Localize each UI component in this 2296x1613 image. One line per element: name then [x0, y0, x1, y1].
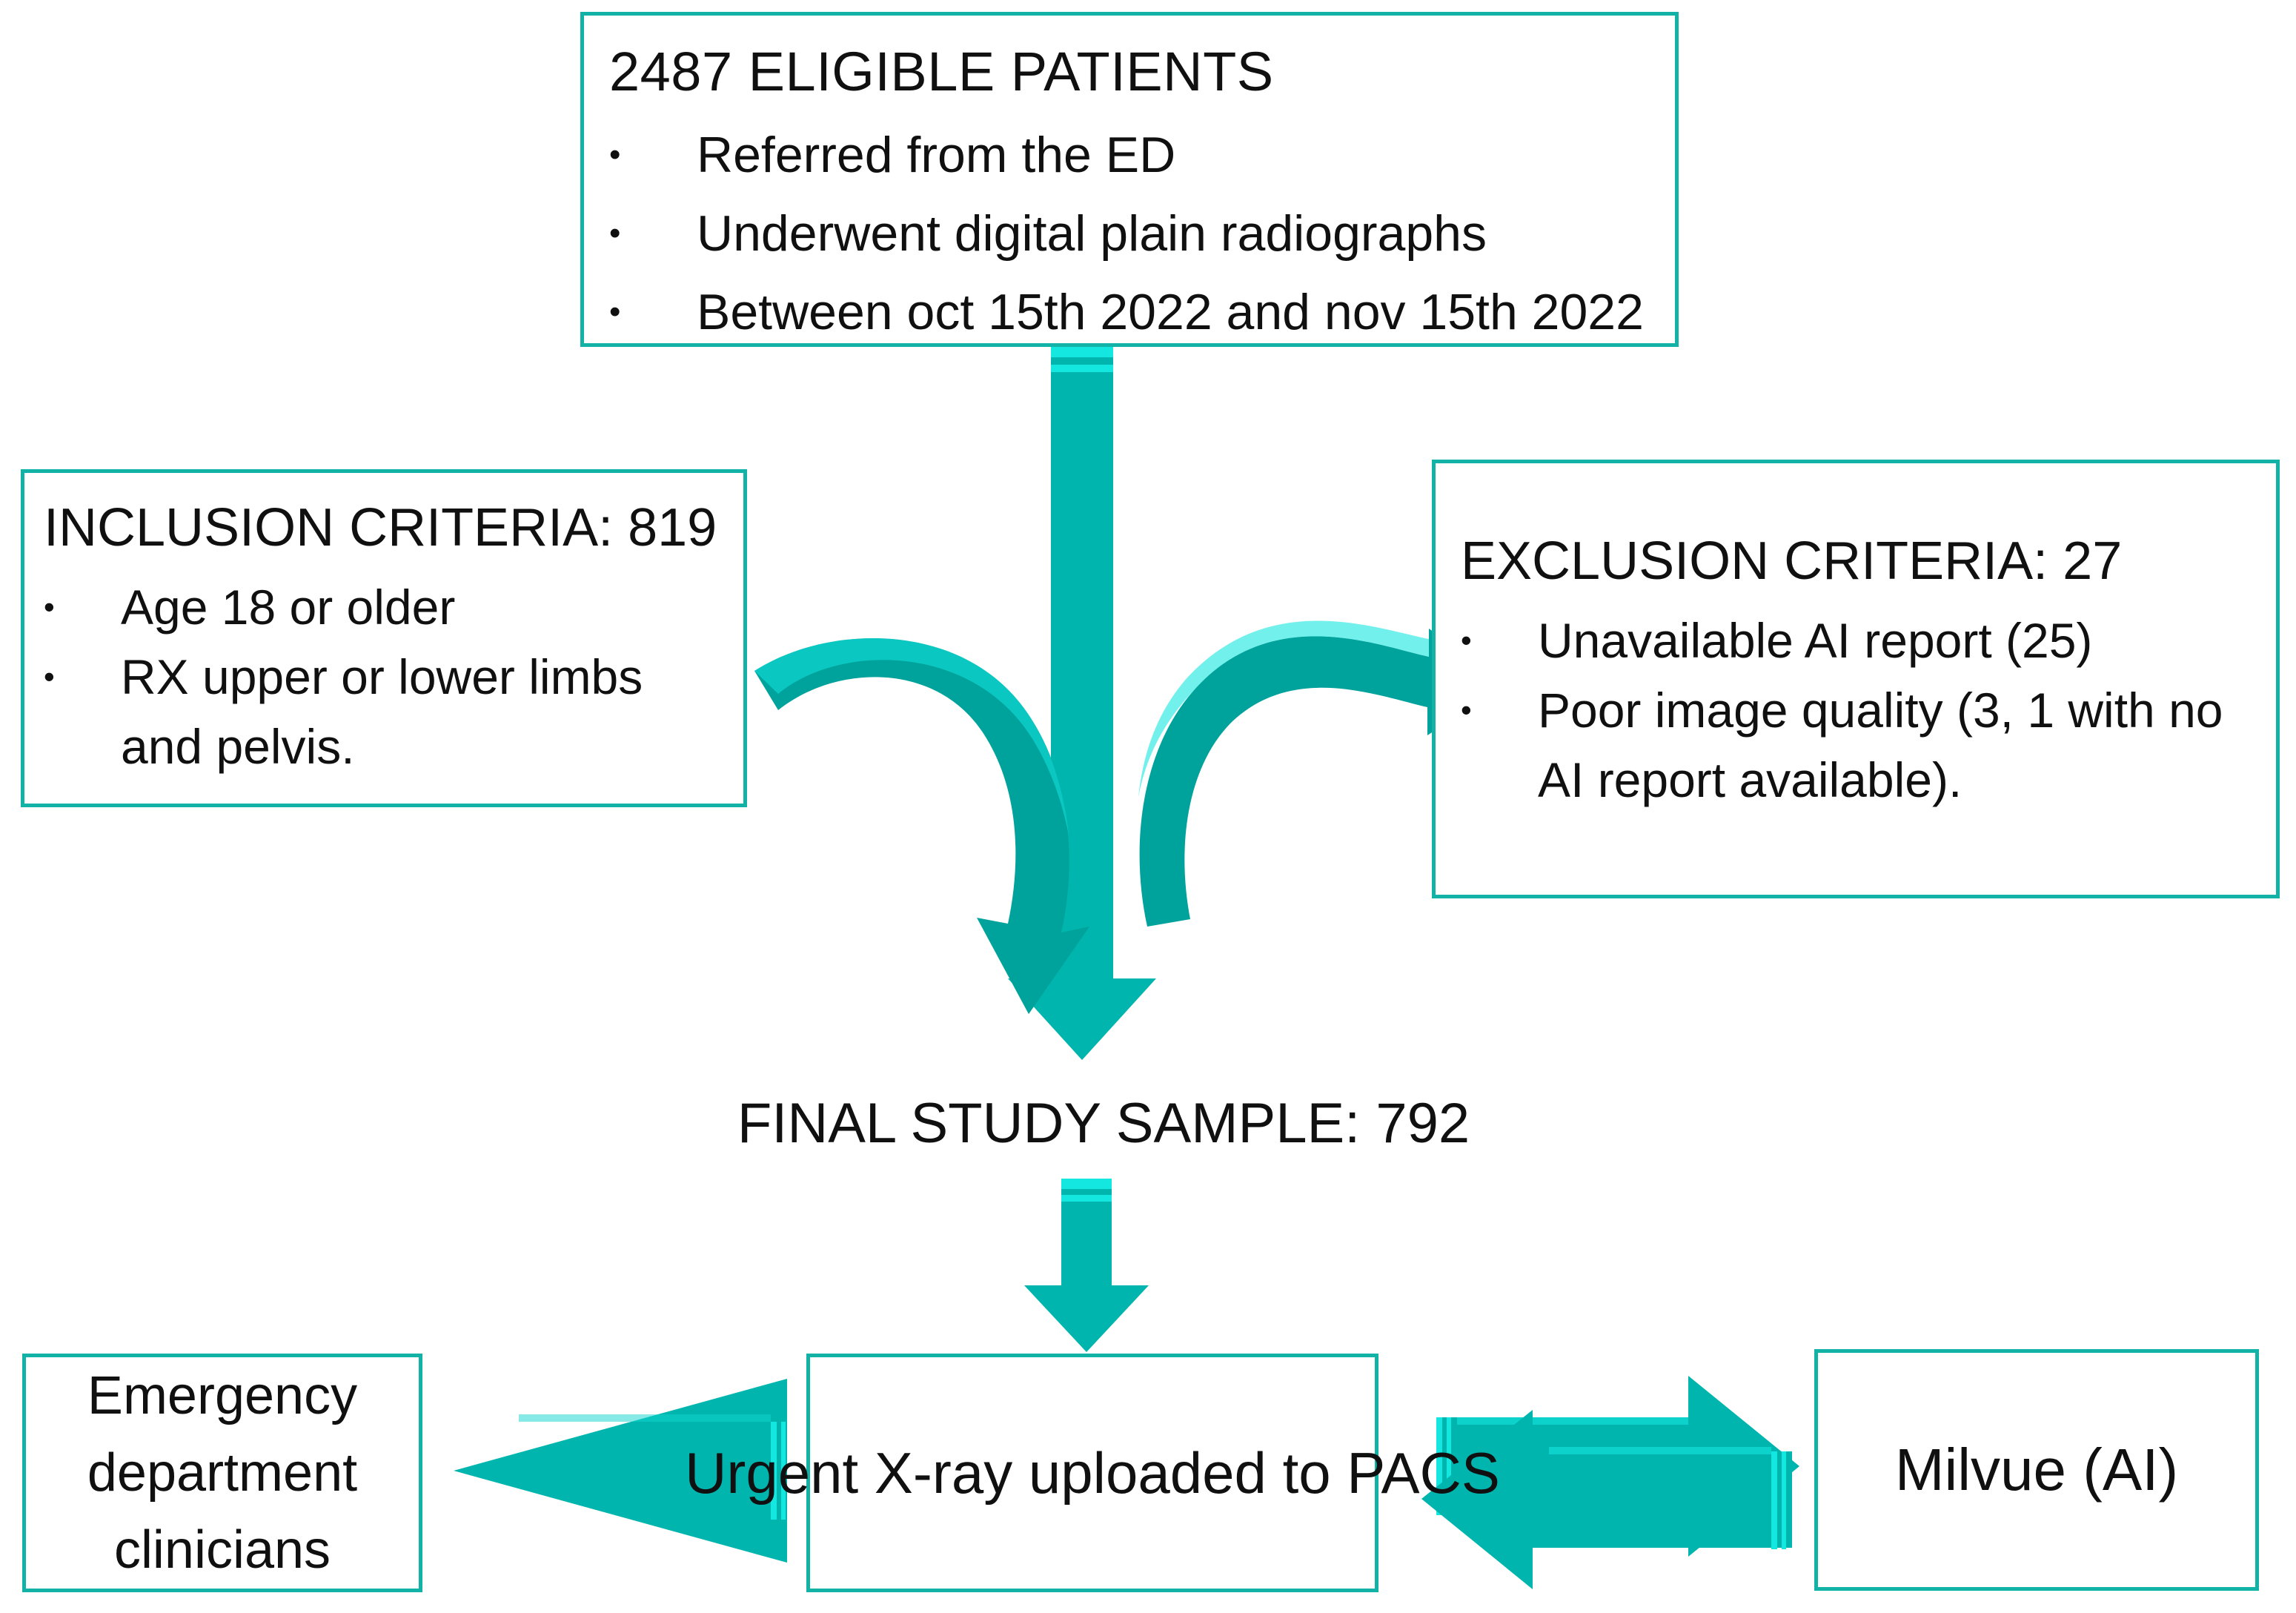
pacs-upload-label: Urgent X-ray uploaded to PACS [685, 1440, 1500, 1506]
curved-arrow-inclusion-to-final-icon [754, 637, 1089, 1014]
bullet-icon: • [609, 136, 621, 173]
bullet-icon: • [1461, 623, 1472, 658]
eligible-patients-title: 2487 ELIGIBLE PATIENTS [609, 41, 1274, 102]
inclusion-criteria-title: INCLUSION CRITERIA: 819 [44, 498, 717, 557]
bullet-icon: • [609, 215, 621, 251]
list-item: • Between oct 15th 2022 and nov 15th 202… [609, 274, 1650, 351]
bullet-icon: • [1461, 692, 1472, 727]
exclusion-criteria-list: • Unavailable AI report (25) • Poor imag… [1461, 606, 2261, 815]
list-item-label: Unavailable AI report (25) [1538, 613, 2093, 668]
inclusion-criteria-list: • Age 18 or older • RX upper or lower li… [44, 572, 727, 781]
down-arrow-main-icon [1008, 347, 1156, 1060]
list-item-label: Referred from the ED [697, 127, 1176, 183]
list-item-label: RX upper or lower limbs and pelvis. [121, 649, 643, 774]
ed-clinicians-box: Emergency department clinicians [22, 1354, 422, 1592]
list-item: • Age 18 or older [44, 572, 727, 642]
exclusion-criteria-title: EXCLUSION CRITERIA: 27 [1461, 531, 2123, 591]
ed-clinicians-label: Emergency department clinicians [87, 1366, 358, 1580]
list-item: • Poor image quality (3, 1 with no AI re… [1461, 675, 2261, 815]
bullet-icon: • [44, 589, 55, 624]
list-item-label: Underwent digital plain radiographs [697, 205, 1487, 262]
list-item-label: Age 18 or older [121, 580, 456, 635]
inclusion-criteria-box: INCLUSION CRITERIA: 819 • Age 18 or olde… [21, 469, 747, 807]
eligible-patients-list: • Referred from the ED • Underwent digit… [609, 116, 1650, 351]
list-item-label: Poor image quality (3, 1 with no AI repo… [1538, 683, 2223, 807]
list-item-label: Between oct 15th 2022 and nov 15th 2022 [697, 284, 1644, 340]
list-item: • Underwent digital plain radiographs [609, 195, 1650, 272]
final-study-sample-label: FINAL STUDY SAMPLE: 792 [737, 1092, 1470, 1155]
list-item: • RX upper or lower limbs and pelvis. [44, 642, 727, 781]
down-arrow-final-to-pacs-icon [1024, 1179, 1149, 1352]
milvue-ai-label: Milvue (AI) [1894, 1437, 2179, 1503]
bullet-icon: • [44, 659, 55, 694]
exclusion-criteria-box: EXCLUSION CRITERIA: 27 • Unavailable AI … [1432, 460, 2280, 898]
list-item: • Referred from the ED [609, 116, 1650, 193]
list-item: • Unavailable AI report (25) [1461, 606, 2261, 675]
bullet-icon: • [609, 294, 621, 330]
eligible-patients-box: 2487 ELIGIBLE PATIENTS • Referred from t… [580, 12, 1679, 347]
milvue-ai-box: Milvue (AI) [1814, 1349, 2259, 1591]
pacs-upload-box: Urgent X-ray uploaded to PACS [685, 1354, 1500, 1592]
